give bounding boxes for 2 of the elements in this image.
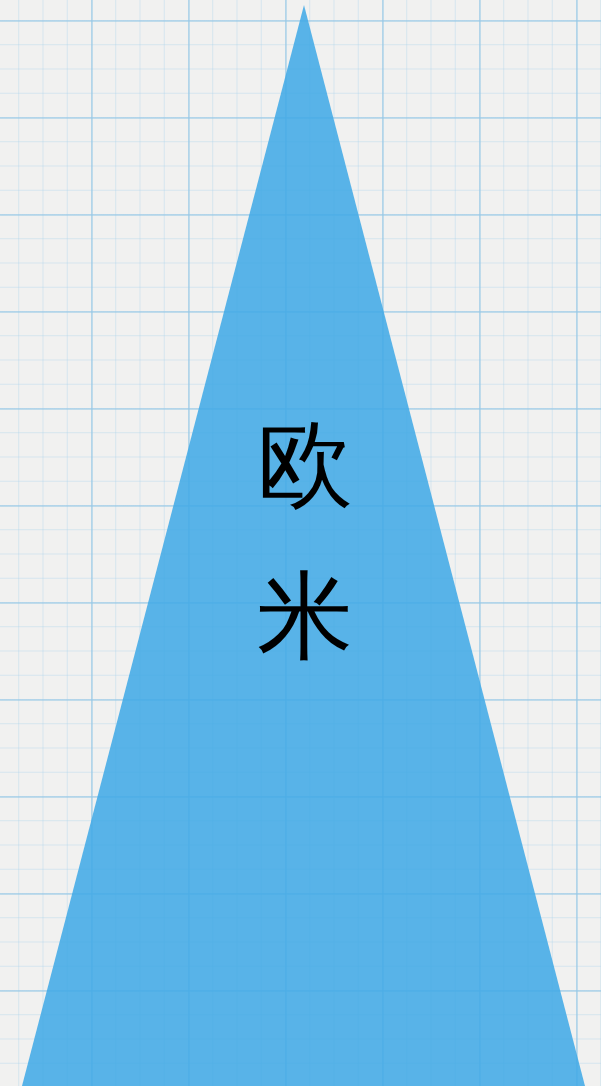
node-label: 欧米: [257, 407, 353, 674]
triangle: [22, 5, 585, 1086]
